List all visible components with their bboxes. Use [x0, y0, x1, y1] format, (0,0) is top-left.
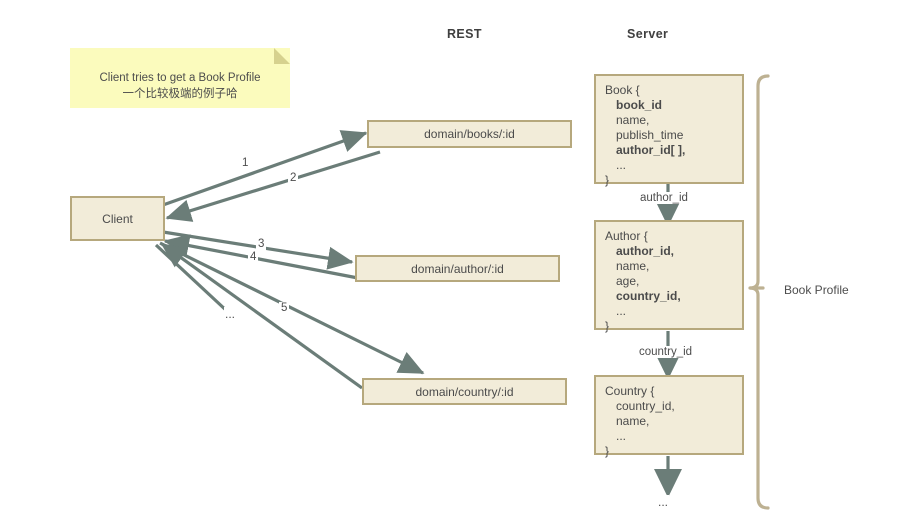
entity-line: ... — [616, 158, 627, 172]
column-header-rest: REST — [447, 27, 482, 41]
edge-2-response — [165, 150, 381, 222]
endpoint-books[interactable]: domain/books/:id — [367, 120, 572, 148]
edge-4-response — [163, 234, 359, 280]
book-profile-bracket — [749, 74, 770, 510]
edge-ellipsis-request — [154, 243, 230, 314]
edge-label-ellipsis: ... — [224, 307, 237, 321]
entity-line: name, — [616, 414, 650, 428]
client-node[interactable]: Client — [70, 196, 165, 241]
entity-line: country_id, — [616, 399, 675, 413]
entity-line: age, — [616, 274, 640, 288]
entity-line: author_id, — [616, 244, 675, 258]
author-entity-node[interactable]: Author { author_id, name, age, country_i… — [594, 220, 744, 333]
entity-line: Country { — [605, 384, 655, 398]
endpoint-author[interactable]: domain/author/:id — [355, 255, 560, 282]
entity-line: Author { — [605, 229, 648, 243]
entity-line: ... — [616, 429, 627, 443]
entity-line: author_id[ ], — [616, 143, 686, 157]
link-label-country-id: country_id — [637, 346, 695, 358]
entity-line: publish_time — [616, 128, 684, 142]
entity-line: Book { — [605, 83, 640, 97]
book-entity-node[interactable]: Book { book_id name, publish_time author… — [594, 74, 744, 187]
book-profile-label: Book Profile — [784, 283, 849, 297]
edge-label-1: 1 — [240, 157, 251, 169]
entity-line: name, — [616, 259, 650, 273]
endpoint-country-label: domain/country/:id — [415, 384, 514, 399]
edge-label-3: 3 — [256, 238, 267, 250]
note-line-1: Client tries to get a Book Profile — [99, 72, 261, 84]
endpoint-author-label: domain/author/:id — [411, 261, 504, 276]
entity-line: } — [605, 319, 610, 333]
client-label: Client — [102, 211, 133, 226]
endpoint-books-label: domain/books/:id — [424, 127, 515, 141]
link-label-author-id: author_id — [638, 192, 690, 204]
edge-ellipsis-response — [160, 242, 363, 390]
endpoint-country[interactable]: domain/country/:id — [362, 378, 567, 405]
entity-line: } — [605, 173, 610, 187]
edge-label-5: 5 — [279, 302, 290, 314]
note-fold-corner — [274, 48, 290, 64]
entity-line: book_id — [616, 98, 663, 112]
edge-label-2: 2 — [288, 172, 299, 184]
entity-line: country_id, — [616, 289, 681, 303]
entity-line: ... — [616, 304, 627, 318]
entity-line: } — [605, 444, 610, 458]
note-callout: Client tries to get a Book Profile 一个比较极… — [70, 48, 290, 108]
country-entity-node[interactable]: Country { country_id, name, ... } — [594, 375, 744, 458]
column-header-server: Server — [627, 27, 669, 41]
edge-1-request — [162, 130, 368, 207]
note-line-2: 一个比较极端的例子哈 — [122, 88, 238, 100]
entity-line: name, — [616, 113, 650, 127]
edge-label-4: 4 — [248, 251, 259, 263]
bottom-ellipsis: ... — [657, 495, 670, 509]
edge-5-request — [159, 241, 425, 375]
